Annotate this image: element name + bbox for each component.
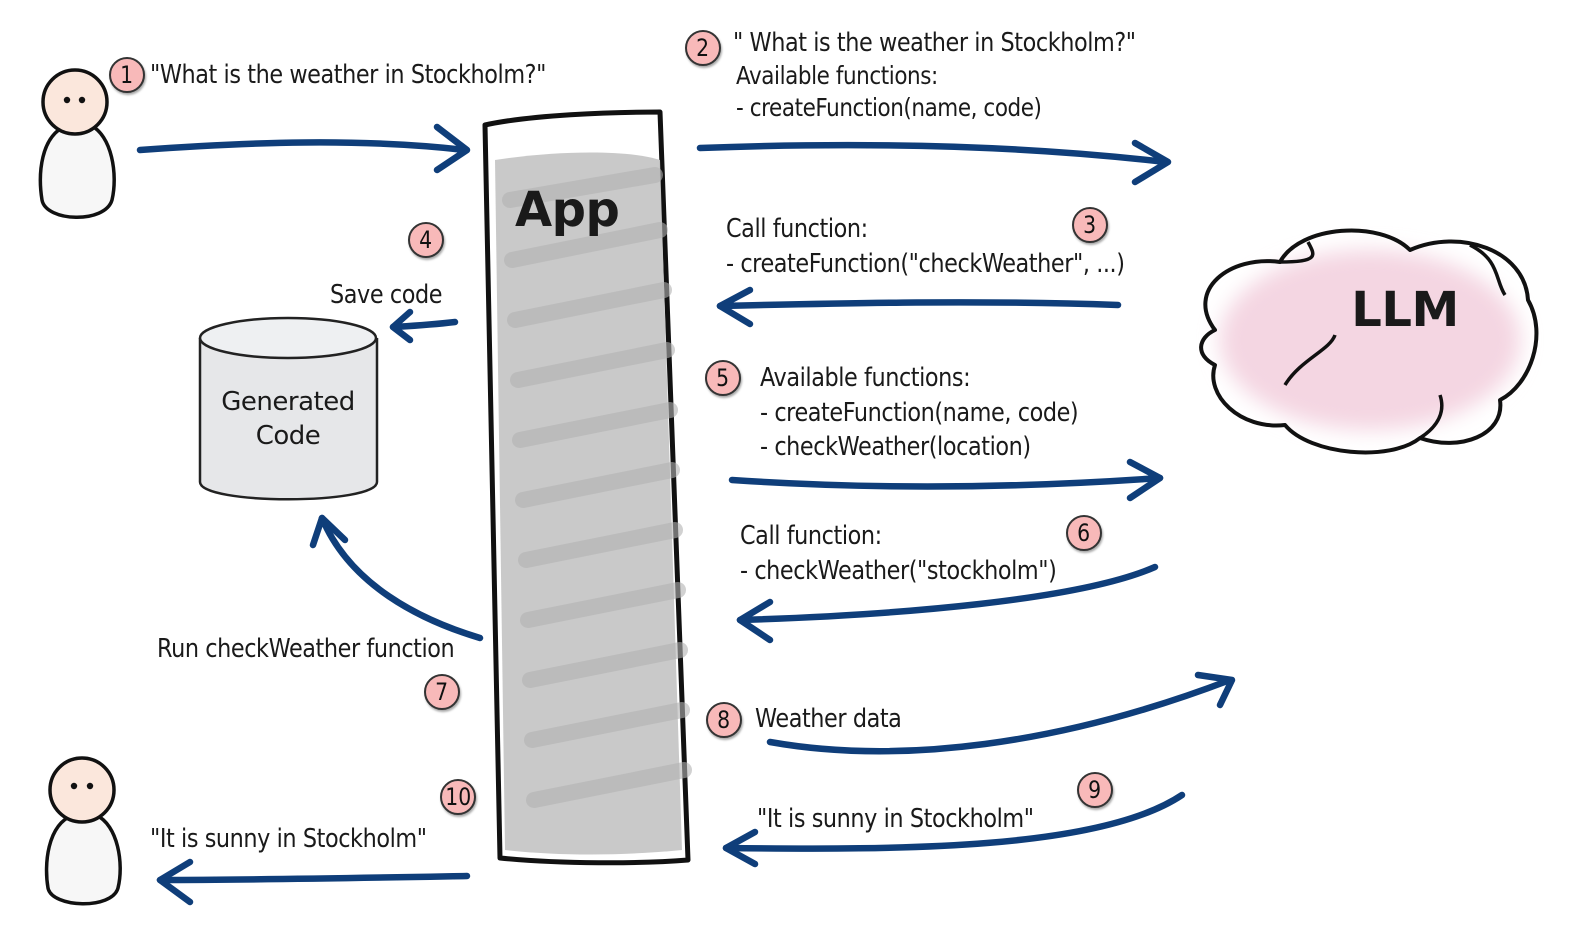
step-badge-6: 6 bbox=[1066, 515, 1102, 551]
step-badge-2: 2 bbox=[685, 30, 721, 66]
step-badge-4: 4 bbox=[408, 222, 444, 258]
step-10-text: "It is sunny in Stockholm" bbox=[150, 824, 427, 854]
database-label-line-2: Code bbox=[255, 421, 321, 451]
user-top-icon bbox=[38, 68, 116, 219]
step-2-text-line-3: - createFunction(name, code) bbox=[736, 93, 1042, 122]
step-badge-10: 10 bbox=[440, 779, 476, 815]
arrow-7 bbox=[309, 514, 484, 642]
app-column bbox=[482, 109, 692, 866]
step-9-text: "It is sunny in Stockholm" bbox=[757, 804, 1034, 834]
step-8-text: Weather data bbox=[755, 704, 902, 734]
arrow-3 bbox=[716, 286, 1122, 328]
arrow-2 bbox=[696, 139, 1172, 186]
step-badge-3: 3 bbox=[1072, 207, 1108, 243]
step-4-text: Save code bbox=[330, 280, 443, 310]
generated-code-database bbox=[198, 316, 379, 501]
app-label: App bbox=[515, 182, 620, 238]
step-badge-9: 9 bbox=[1077, 772, 1113, 808]
step-3-text-line-1: Call function: bbox=[726, 214, 868, 244]
arrow-9 bbox=[722, 791, 1186, 868]
step-3-text-line-2: - createFunction("checkWeather", ...) bbox=[726, 249, 1125, 279]
step-2-text-line-2: Available functions: bbox=[736, 61, 938, 90]
step-6-text-line-1: Call function: bbox=[740, 521, 882, 551]
arrow-1 bbox=[136, 123, 471, 174]
database-label-line-1: Generated bbox=[221, 387, 355, 417]
step-2-text-line-1: " What is the weather in Stockholm?" bbox=[733, 28, 1136, 58]
step-6-text-line-2: - checkWeather("stockholm") bbox=[740, 556, 1057, 586]
user-bottom-icon bbox=[44, 756, 122, 906]
arrow-6 bbox=[736, 563, 1159, 644]
arrow-5 bbox=[728, 458, 1164, 502]
step-5-text-line-2: - createFunction(name, code) bbox=[760, 398, 1079, 428]
llm-cloud bbox=[1199, 228, 1539, 455]
step-badge-5: 5 bbox=[705, 360, 741, 396]
step-badge-7: 7 bbox=[424, 674, 460, 710]
step-1-text: "What is the weather in Stockholm?" bbox=[150, 60, 546, 90]
arrow-8 bbox=[766, 671, 1236, 755]
step-badge-8: 8 bbox=[706, 702, 742, 738]
step-5-text-line-1: Available functions: bbox=[760, 363, 971, 393]
step-7-text: Run checkWeather function bbox=[157, 634, 455, 664]
step-5-text-line-3: - checkWeather(location) bbox=[760, 432, 1031, 462]
llm-label: LLM bbox=[1351, 282, 1459, 338]
arrow-4 bbox=[389, 308, 459, 344]
arrow-10 bbox=[156, 858, 471, 906]
step-badge-1: 1 bbox=[109, 57, 145, 93]
